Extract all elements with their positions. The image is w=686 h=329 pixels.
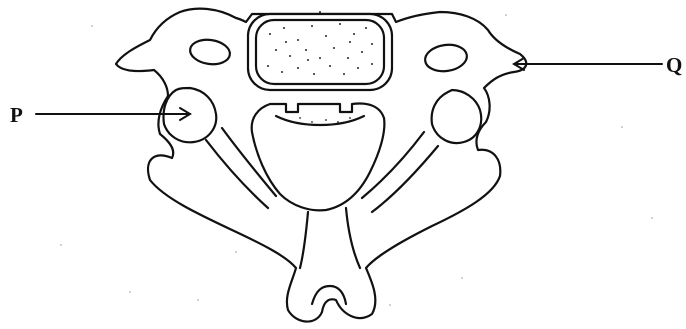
pointer-q: Q	[514, 53, 682, 77]
label-p: P	[10, 103, 23, 127]
label-q: Q	[666, 53, 682, 77]
vertebral-body-outer	[248, 14, 392, 90]
